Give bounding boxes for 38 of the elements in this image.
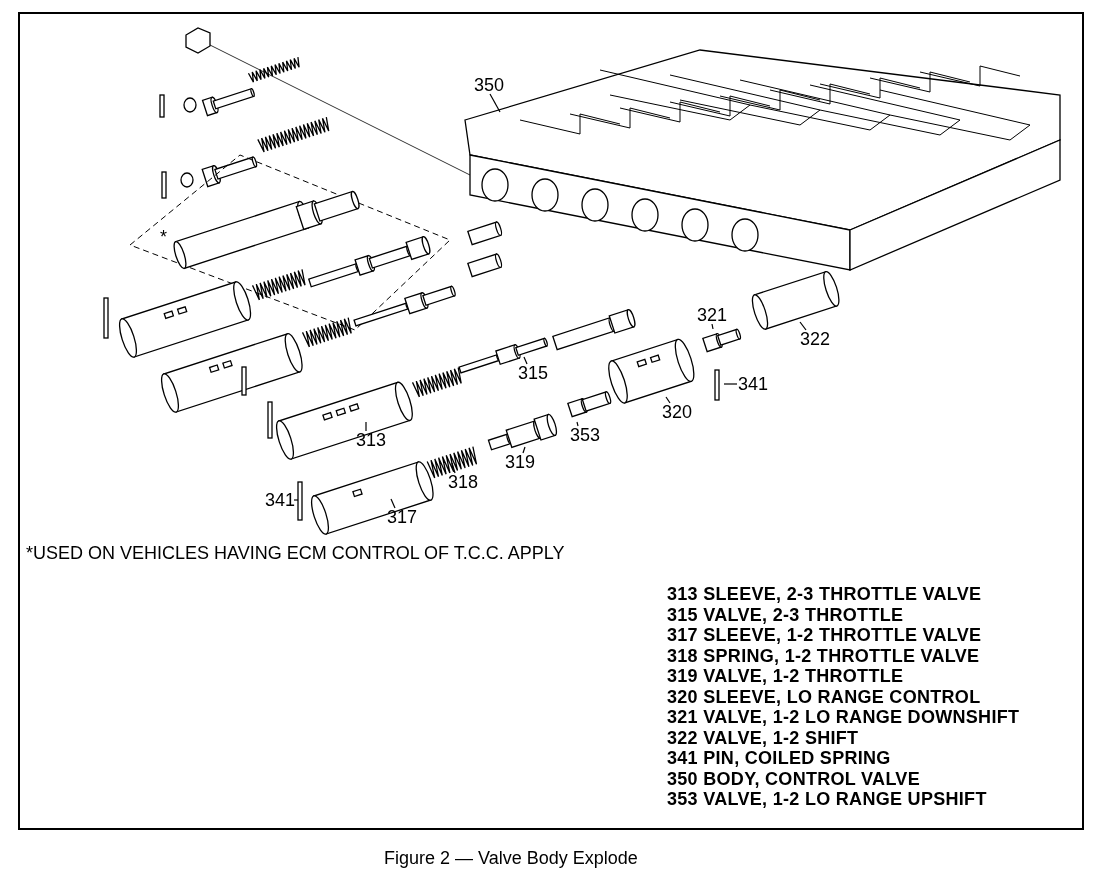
asterisk-mark: *	[160, 228, 167, 246]
parts-list-entry: 315 VALVE, 2-3 THROTTLE	[667, 604, 904, 625]
leader-line	[365, 421, 367, 432]
leader-line	[799, 321, 807, 331]
leader-line	[451, 462, 456, 474]
parts-list-entry: 313 SLEEVE, 2-3 THROTTLE VALVE	[667, 584, 982, 605]
parts-list-entry: 341 PIN, COILED SPRING	[667, 748, 891, 769]
leader-line	[489, 93, 501, 113]
parts-list-entry: 317 SLEEVE, 1-2 THROTTLE VALVE	[667, 625, 982, 646]
callout-number: 353	[570, 426, 601, 444]
callout-number: 350	[474, 76, 505, 94]
parts-list-entry: 321 VALVE, 1-2 LO RANGE DOWNSHIFT	[667, 707, 1020, 728]
parts-list-entry: 353 VALVE, 1-2 LO RANGE UPSHIFT	[667, 789, 987, 810]
leader-line	[293, 499, 299, 501]
leader-line	[665, 396, 671, 404]
footnote: *USED ON VEHICLES HAVING ECM CONTROL OF T.C.C. APPLY	[26, 543, 565, 564]
leader-line	[390, 498, 396, 509]
leader-line	[723, 383, 738, 385]
callout-number: 318	[448, 473, 479, 491]
callout-number: 317	[387, 508, 418, 526]
callout-number: 341	[738, 375, 769, 393]
parts-list-entry: 350 BODY, CONTROL VALVE	[667, 768, 920, 789]
parts-list-entry: 322 VALVE, 1-2 SHIFT	[667, 727, 859, 748]
callout-number: 315	[518, 364, 549, 382]
callout-number: 319	[505, 453, 536, 471]
callout-number: 320	[662, 403, 693, 421]
leader-line	[523, 356, 528, 365]
parts-list-entry: 318 SPRING, 1-2 THROTTLE VALVE	[667, 645, 980, 666]
leader-line	[576, 421, 579, 427]
leader-line	[711, 323, 714, 330]
figure-caption: Figure 2 — Valve Body Explode	[384, 848, 638, 869]
leader-line	[522, 446, 526, 454]
parts-list-entry: 319 VALVE, 1-2 THROTTLE	[667, 666, 904, 687]
parts-list-entry: 320 SLEEVE, LO RANGE CONTROL	[667, 686, 981, 707]
callout-number: 313	[356, 431, 387, 449]
callout-number: 322	[800, 330, 831, 348]
callout-number: 321	[697, 306, 728, 324]
callout-number: 341	[265, 491, 296, 509]
